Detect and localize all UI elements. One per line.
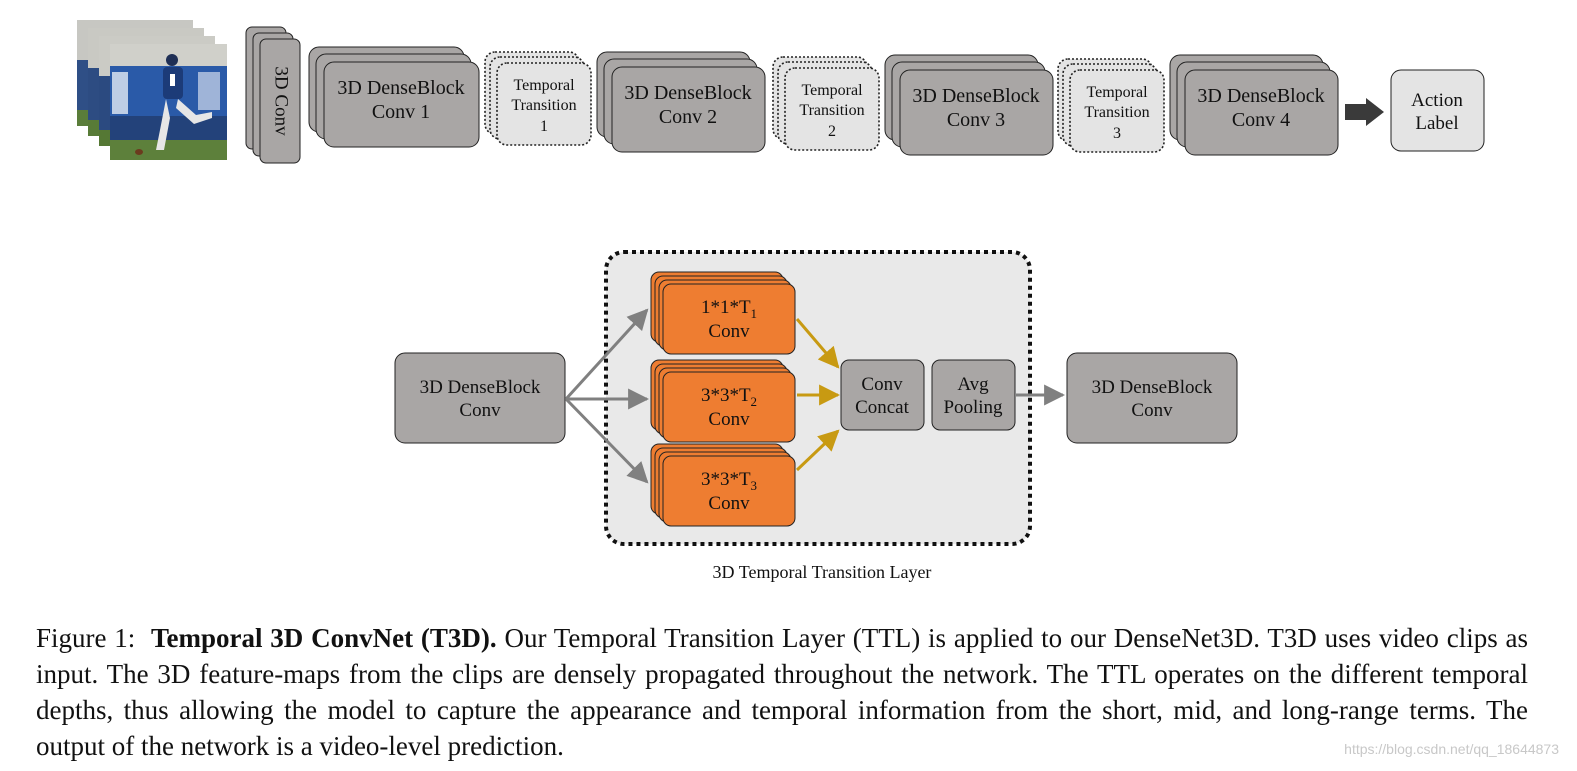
action-label-box: Action Label <box>1390 69 1485 152</box>
transition-1-line1: Temporal <box>513 77 575 94</box>
watermark: https://blog.csdn.net/qq_18644873 <box>1344 741 1559 757</box>
branch-2-line2: Conv <box>708 409 750 430</box>
action-label-line2: Label <box>1415 113 1458 134</box>
dense-block-2: 3D DenseBlock Conv 2 <box>596 51 766 153</box>
action-label-line1: Action <box>1411 90 1463 111</box>
dense-block-4: 3D DenseBlock Conv 4 <box>1169 54 1339 156</box>
ttl-branch-1: 1*1*T1 Conv <box>650 271 796 355</box>
transition-1-line2: Transition <box>511 97 576 114</box>
transition-2-line1: Temporal <box>801 82 863 99</box>
ttl-output-line2: Conv <box>1131 400 1173 421</box>
dense-block-4-line2: Conv 4 <box>1232 109 1290 131</box>
dense-block-3: 3D DenseBlock Conv 3 <box>884 54 1054 156</box>
dense-block-3-line1: 3D DenseBlock <box>912 85 1039 107</box>
ttl-input-block: 3D DenseBlock Conv <box>394 352 566 444</box>
arrow-input-branch-3 <box>564 397 649 484</box>
branch-3-line2: Conv <box>708 493 750 514</box>
temporal-transition-2: Temporal Transition 2 <box>772 56 880 151</box>
arrow-branch-1-concat <box>795 318 840 369</box>
dense-block-1-line2: Conv 1 <box>372 101 430 123</box>
transition-3-line1: Temporal <box>1086 84 1148 101</box>
ttl-label: 3D Temporal Transition Layer <box>713 562 932 582</box>
video-frames-image <box>77 20 227 160</box>
dense-block-2-line2: Conv 2 <box>659 106 717 128</box>
temporal-transition-3: Temporal Transition 3 <box>1057 58 1165 153</box>
pool-line1: Avg <box>957 374 989 395</box>
dense-block-1-line1: 3D DenseBlock <box>337 77 464 99</box>
dense-block-4-line1: 3D DenseBlock <box>1197 85 1324 107</box>
transition-1-line3: 1 <box>540 118 548 135</box>
ttl-output-block: 3D DenseBlock Conv <box>1066 352 1238 444</box>
ttl-branch-2: 3*3*T2 Conv <box>650 359 796 443</box>
ttl-input-line2: Conv <box>459 400 501 421</box>
ttl-input-line1: 3D DenseBlock <box>420 377 541 398</box>
branch-1-line2: Conv <box>708 321 750 342</box>
arrow-input-branch-1 <box>564 308 649 401</box>
arrow-branch-3-concat <box>795 429 840 472</box>
caption-title: Temporal 3D ConvNet (T3D). <box>150 623 497 653</box>
ttl-output-line1: 3D DenseBlock <box>1092 377 1213 398</box>
transition-3-line2: Transition <box>1084 104 1149 121</box>
figure-diagram: 3D Conv 3D DenseBlock Conv 1 Temporal Tr… <box>77 20 1485 582</box>
temporal-transition-1: Temporal Transition 1 <box>484 51 592 146</box>
concat-line2: Concat <box>855 397 910 418</box>
branch-3-kernel: 3*3*T3 <box>701 469 757 493</box>
transition-2-line3: 2 <box>828 123 836 140</box>
pool-line2: Pooling <box>943 397 1003 418</box>
transition-2-line2: Transition <box>799 102 864 119</box>
concat-line1: Conv <box>861 374 903 395</box>
avg-pooling-block: Avg Pooling <box>931 359 1016 431</box>
ttl-branch-3: 3*3*T3 Conv <box>650 443 796 527</box>
dense-block-3-line2: Conv 3 <box>947 109 1005 131</box>
branch-2-kernel: 3*3*T2 <box>701 385 757 409</box>
dense-block-1: 3D DenseBlock Conv 1 <box>308 46 480 148</box>
conv-concat-block: Conv Concat <box>840 359 925 431</box>
caption-figure-label: Figure 1: <box>36 623 136 653</box>
transition-3-line3: 3 <box>1113 125 1121 142</box>
branch-1-kernel: 1*1*T1 <box>701 297 757 321</box>
dense-block-2-line1: 3D DenseBlock <box>624 82 751 104</box>
conv3d-label: 3D Conv <box>271 66 292 136</box>
conv3d-stack: 3D Conv <box>245 26 301 164</box>
output-arrow-icon <box>1345 98 1384 126</box>
caption-body: Our Temporal Transition Layer (TTL) is a… <box>36 623 1529 761</box>
figure-caption: Figure 1: Temporal 3D ConvNet (T3D). Our… <box>36 620 1528 764</box>
